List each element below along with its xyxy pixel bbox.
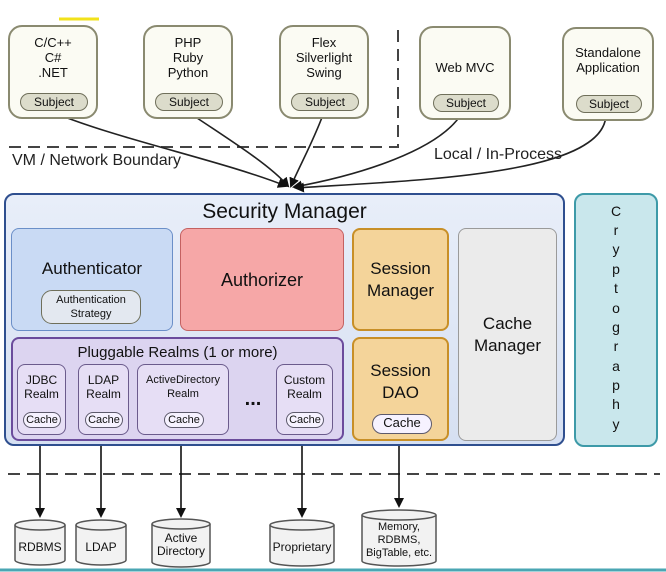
realm-cache-pill: Cache bbox=[164, 412, 204, 428]
crypto-letter: p bbox=[612, 261, 620, 277]
crypto-letter: g bbox=[612, 319, 620, 335]
client-box-rich-client: Flex Silverlight Swing Subject bbox=[279, 25, 369, 119]
realm-cache-pill: Cache bbox=[23, 412, 61, 428]
active-directory-db-icon bbox=[151, 518, 211, 568]
arrow-subject-2 bbox=[187, 111, 290, 188]
rdbms-db-icon bbox=[14, 519, 66, 566]
session-dao-label: Session DAO bbox=[370, 361, 431, 402]
arrow-subject-3 bbox=[289, 111, 325, 188]
realm-active-directory: ActiveDirectory Realm Cache bbox=[137, 364, 229, 435]
crypto-letter: a bbox=[612, 358, 620, 374]
session-manager-label: Session Manager bbox=[366, 259, 435, 300]
realm-label: ActiveDirectory Realm bbox=[146, 374, 220, 400]
client-box-c-family: C/C++ C# .NET Subject bbox=[8, 25, 98, 119]
client-label: Standalone Application bbox=[575, 45, 641, 75]
subject-pill: Subject bbox=[155, 93, 223, 111]
realm-cache-pill: Cache bbox=[286, 412, 324, 428]
client-label: C/C++ C# .NET bbox=[34, 35, 72, 80]
session-dao-box: Session DAO Cache bbox=[352, 337, 449, 441]
authorizer-label: Authorizer bbox=[220, 270, 304, 290]
vm-network-boundary-label: VM / Network Boundary bbox=[12, 152, 181, 169]
subject-pill: Subject bbox=[433, 94, 499, 112]
crypto-letter: t bbox=[614, 280, 618, 296]
authentication-strategy-pill: Authentication Strategy bbox=[41, 290, 141, 324]
crypto-letter: y bbox=[612, 416, 620, 432]
realm-cache-pill: Cache bbox=[85, 412, 123, 428]
client-label: PHP Ruby Python bbox=[167, 35, 209, 80]
realm-label: LDAP Realm bbox=[86, 373, 121, 401]
authenticator-label: Authenticator bbox=[41, 259, 143, 278]
session-store-label: Memory, RDBMS, BigTable, etc. bbox=[365, 521, 433, 559]
security-manager-title: Security Manager bbox=[202, 200, 367, 223]
session-manager-box: Session Manager bbox=[352, 228, 449, 331]
ldap-label: LDAP bbox=[85, 540, 117, 554]
authorizer-box: Authorizer bbox=[180, 228, 344, 331]
session-dao-cache-pill: Cache bbox=[372, 414, 432, 434]
cryptography-box: C r y p t o g r a p h y bbox=[574, 193, 658, 447]
realm-jdbc: JDBC Realm Cache bbox=[17, 364, 66, 435]
ldap-db-icon bbox=[75, 519, 127, 566]
arrow-subject-4 bbox=[292, 112, 463, 191]
proprietary-label: Proprietary bbox=[272, 540, 332, 554]
crypto-letter: o bbox=[612, 300, 620, 316]
subject-pill: Subject bbox=[291, 93, 359, 111]
subject-pill: Subject bbox=[576, 95, 642, 113]
rdbms-label: RDBMS bbox=[18, 540, 62, 554]
arrow-subject-5 bbox=[294, 113, 607, 193]
subject-pill: Subject bbox=[20, 93, 88, 111]
cache-manager-label: Cache Manager bbox=[473, 314, 542, 355]
client-label: Web MVC bbox=[435, 60, 495, 75]
crypto-letter: r bbox=[613, 338, 619, 354]
active-directory-label: Active Directory bbox=[156, 531, 205, 558]
vm-boundary-line bbox=[8, 30, 399, 148]
client-box-web-mvc: Web MVC Subject bbox=[419, 26, 511, 120]
realm-ldap: LDAP Realm Cache bbox=[78, 364, 129, 435]
local-in-process-label: Local / In-Process bbox=[434, 146, 563, 163]
crypto-letter: h bbox=[612, 396, 620, 412]
client-box-standalone: Standalone Application Subject bbox=[562, 27, 654, 121]
realm-custom: Custom Realm Cache bbox=[276, 364, 333, 435]
client-box-scripting: PHP Ruby Python Subject bbox=[143, 25, 233, 119]
crypto-letter: y bbox=[612, 241, 620, 257]
crypto-letter: C bbox=[610, 203, 622, 219]
cache-manager-box: Cache Manager bbox=[458, 228, 557, 441]
crypto-letter: r bbox=[613, 222, 619, 238]
crypto-letter: p bbox=[612, 377, 620, 393]
realm-label: JDBC Realm bbox=[24, 373, 59, 401]
realms-ellipsis: ... bbox=[244, 388, 262, 410]
pluggable-realms-title: Pluggable Realms (1 or more) bbox=[77, 344, 278, 361]
arrow-subject-1 bbox=[51, 111, 288, 188]
authenticator-box: Authenticator Authentication Strategy bbox=[11, 228, 173, 331]
session-store-db-icon bbox=[361, 509, 437, 567]
proprietary-db-icon bbox=[269, 519, 335, 567]
client-label: Flex Silverlight Swing bbox=[295, 35, 353, 80]
realm-label: Custom Realm bbox=[283, 373, 326, 401]
